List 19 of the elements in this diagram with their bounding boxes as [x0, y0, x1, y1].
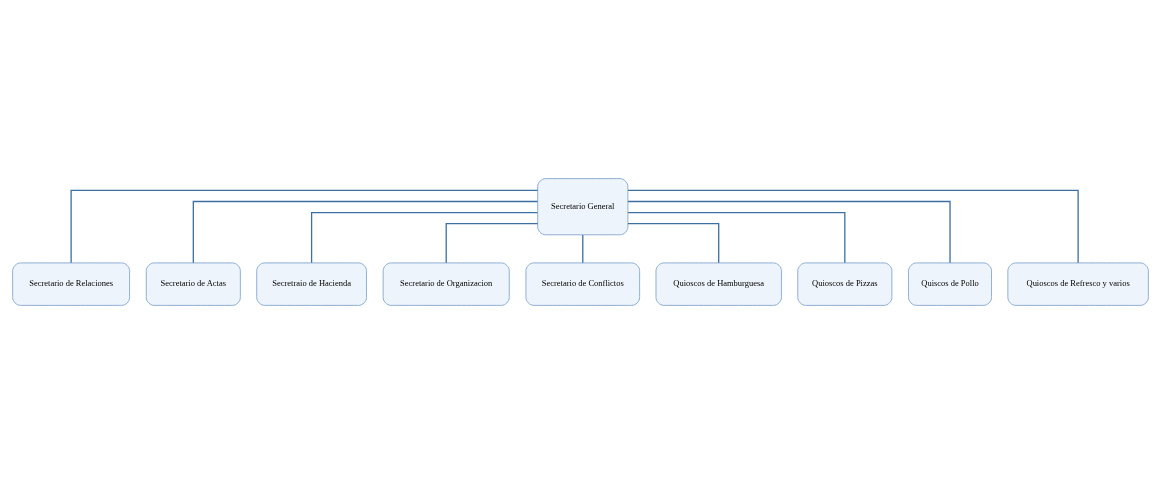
- connector: [192, 200, 539, 264]
- node-box: Quioscos de Hamburguesa: [655, 262, 782, 306]
- connector: [582, 234, 584, 264]
- node-box: Quiscos de Pollo: [908, 262, 992, 306]
- connector: [445, 223, 539, 264]
- connector: [627, 189, 1079, 264]
- node-box: Secretario de Actas: [145, 262, 241, 306]
- connector: [310, 211, 539, 264]
- node-box: Secretraio de Hacienda: [256, 262, 367, 306]
- connector: [627, 200, 951, 264]
- node-box: Quioscos de Pizzas: [797, 262, 893, 306]
- connector: [70, 189, 539, 264]
- node-box: Secretario General: [537, 178, 629, 236]
- connector: [627, 211, 846, 264]
- node-box: Quioscos de Refresco y varios: [1007, 262, 1149, 306]
- node-box: Secretario de Conflictos: [525, 262, 641, 306]
- node-box: Secretario de Relaciones: [12, 262, 130, 306]
- connector: [627, 223, 720, 264]
- node-box: Secretario de Organizacion: [382, 262, 510, 306]
